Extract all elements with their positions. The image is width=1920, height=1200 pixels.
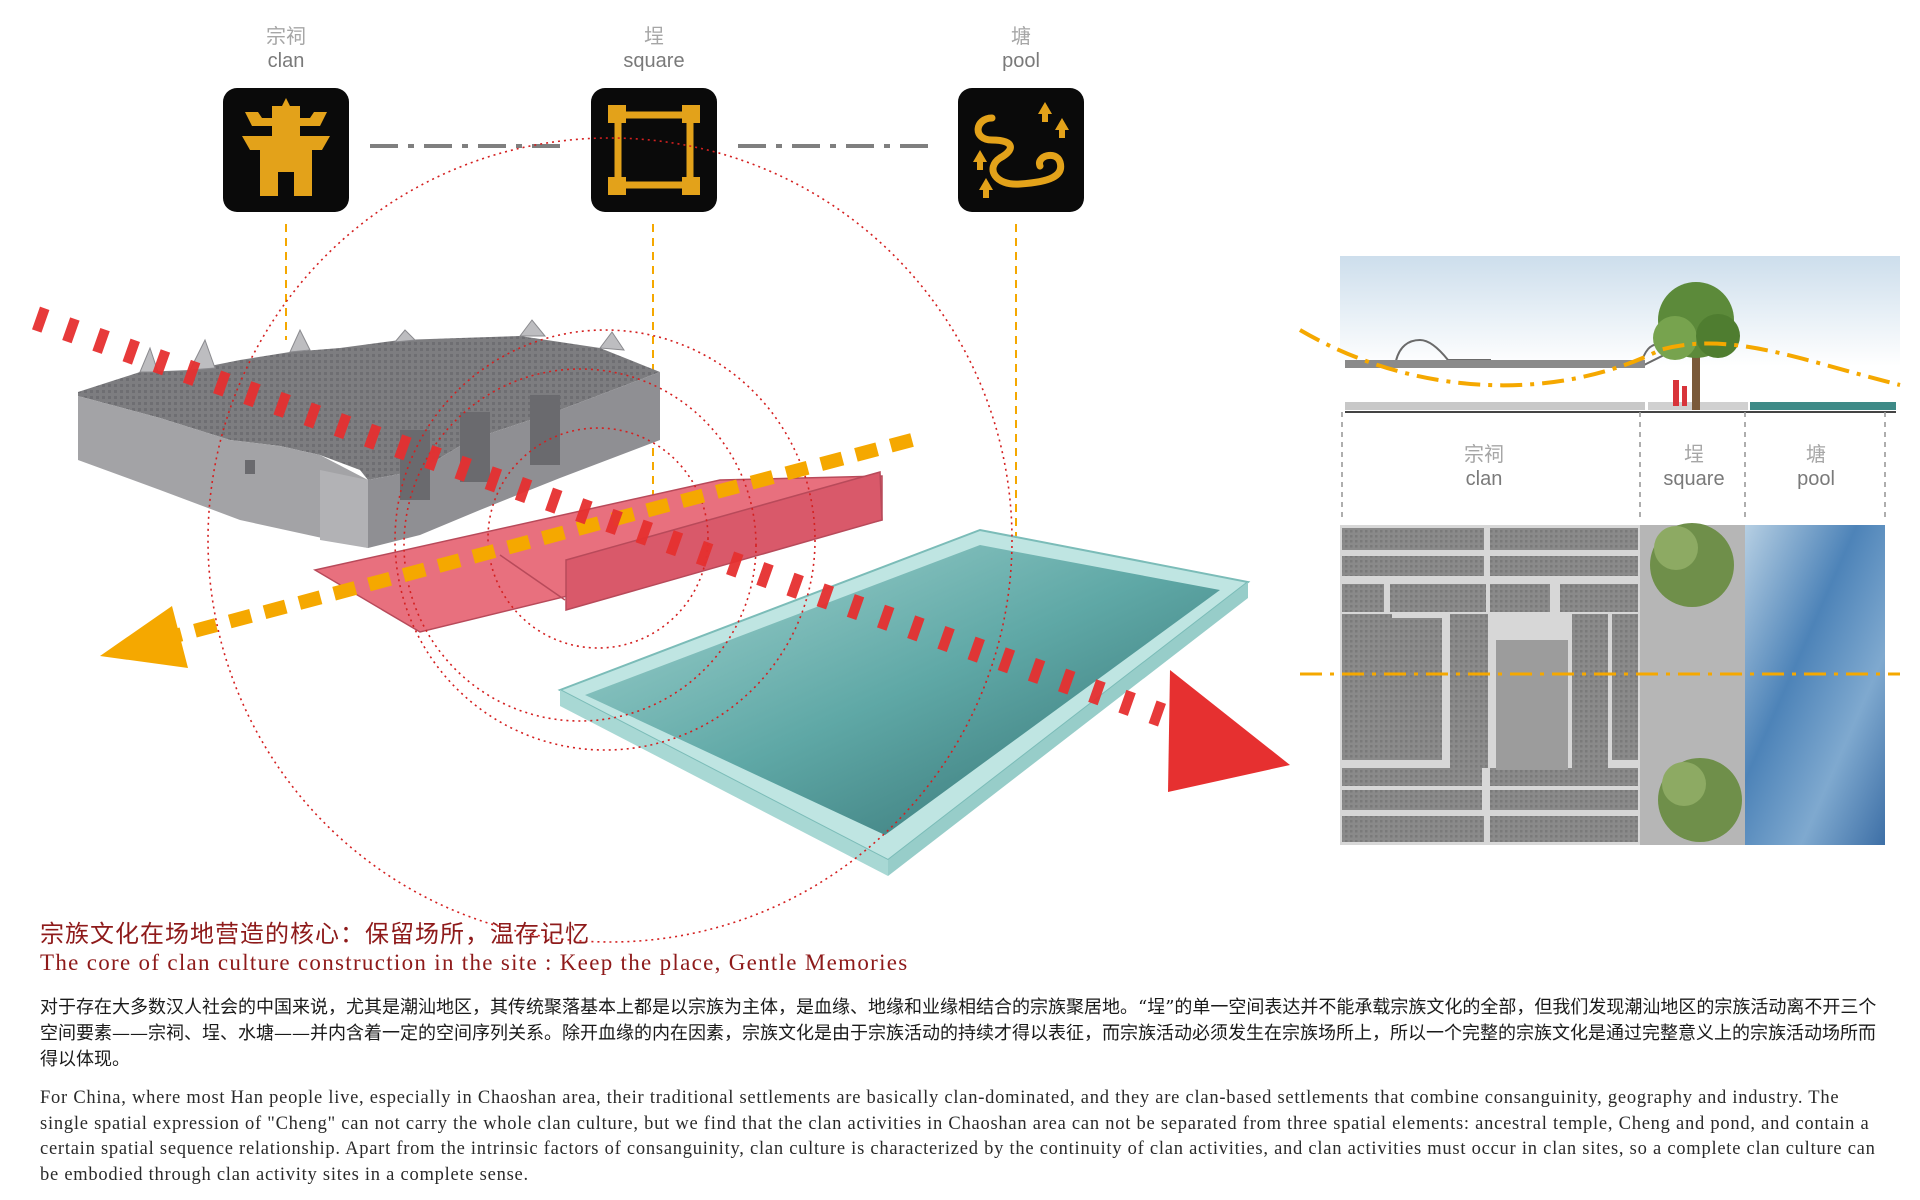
section-label-clan: 宗祠 clan	[1434, 442, 1534, 492]
caption-square-en: square	[623, 50, 685, 72]
square-plaza-model	[312, 471, 883, 633]
section-tree	[1653, 282, 1740, 410]
section-title-zh: 宗族文化在场地营造的核心：保留场所，温存记忆	[40, 920, 590, 948]
section-label-square-en: square	[1663, 468, 1725, 490]
section-label-square-zh: 埕	[1684, 442, 1704, 466]
pond-model	[557, 528, 1251, 876]
caption-clan-zh: 宗祠	[266, 24, 306, 48]
section-label-clan-zh: 宗祠	[1464, 442, 1504, 466]
section-label-pool-en: pool	[1797, 468, 1835, 490]
caption-square: 埕 square	[604, 24, 704, 74]
caption-square-zh: 埕	[644, 24, 664, 48]
section-title-en: The core of clan culture construction in…	[40, 950, 909, 975]
section-label-pool: 塘 pool	[1766, 442, 1866, 492]
section-label-pool-zh: 塘	[1806, 442, 1826, 466]
description-zh: 对于存在大多数汉人社会的中国来说，尤其是潮汕地区，其传统聚落基本上都是以宗族为主…	[40, 997, 1877, 1070]
caption-clan-en: clan	[267, 50, 305, 72]
red-axis-arrow	[32, 306, 1290, 792]
site-plan	[1300, 523, 1900, 845]
description-en: For China, where most Han people live, e…	[40, 1088, 1876, 1185]
section-dividers	[1341, 412, 1886, 520]
section-label-square: 埕 square	[1644, 442, 1744, 492]
section-elevation	[1298, 256, 1901, 413]
caption-pool: 塘 pool	[971, 24, 1071, 74]
winding-pond-icon	[958, 88, 1084, 212]
influence-circles	[207, 137, 1013, 943]
caption-pool-en: pool	[1002, 50, 1040, 72]
caption-clan: 宗祠 clan	[236, 24, 336, 74]
temple-icon	[223, 88, 349, 212]
orange-axis-arrow	[100, 433, 914, 668]
square-frame-icon	[591, 88, 717, 212]
section-label-clan-en: clan	[1465, 468, 1503, 490]
caption-pool-zh: 塘	[1011, 24, 1031, 48]
